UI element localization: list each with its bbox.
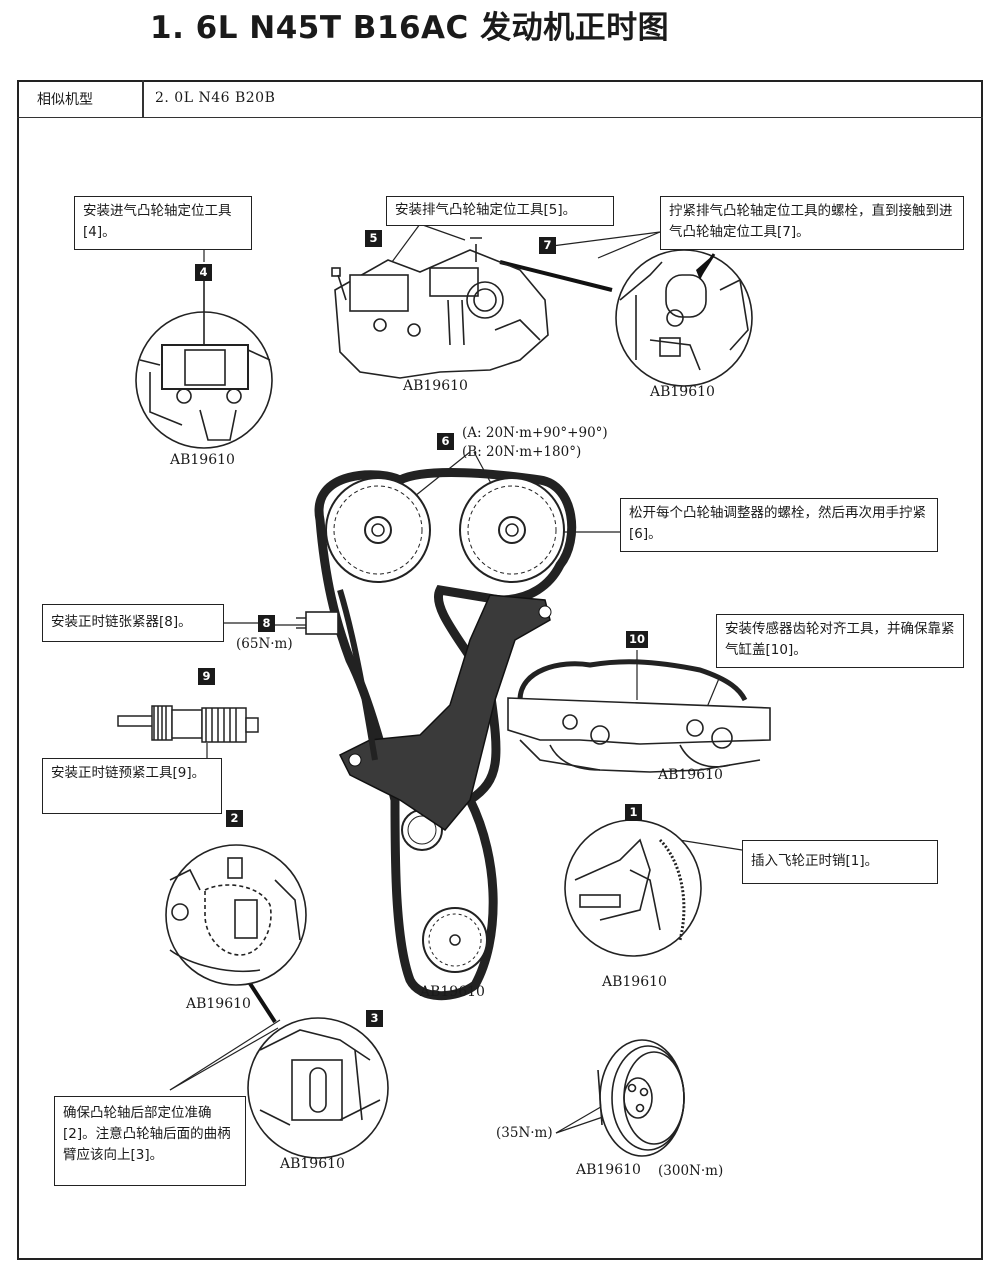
callout-camshaft-rear-position: 确保凸轮轴后部定位准确[2]。注意凸轮轴后面的曲柄臂应该向上[3]。 xyxy=(54,1096,246,1186)
tag-2: 2 xyxy=(226,810,243,827)
tag-9: 9 xyxy=(198,668,215,685)
crank-pulley-illustration xyxy=(597,1039,685,1157)
detail-crank-arm xyxy=(247,1017,389,1159)
callout-tighten-exhaust-bolt: 拧紧排气凸轮轴定位工具的螺栓，直到接触到进气凸轮轴定位工具[7]。 xyxy=(660,196,964,250)
tag-1: 1 xyxy=(625,804,642,821)
callout-install-tensioner: 安装正时链张紧器[8]。 xyxy=(42,604,224,642)
callout-exhaust-cam-tool: 安装排气凸轮轴定位工具[5]。 xyxy=(386,196,614,226)
torque-pulley-small: (35N·m) xyxy=(496,1125,553,1141)
top-engine-illustration xyxy=(331,237,549,379)
torque-b: (B: 20N·m+180°) xyxy=(462,444,582,460)
tag-7: 7 xyxy=(539,237,556,254)
callout-sensor-gear-tool: 安装传感器齿轮对齐工具，并确保靠紧气缸盖[10]。 xyxy=(716,614,964,668)
detail-exhaust-bolt xyxy=(615,249,753,387)
sensor-gear-tool-illustration xyxy=(507,659,771,773)
ref-code-main: AB19610 xyxy=(420,984,485,1000)
tag-8: 8 xyxy=(258,615,275,632)
torque-pulley-big: (300N·m) xyxy=(658,1163,724,1179)
similar-model-label: 相似机型 xyxy=(37,92,93,108)
ref-code-1: AB19610 xyxy=(602,974,667,990)
ref-code-3: AB19610 xyxy=(280,1156,345,1172)
tag-10: 10 xyxy=(626,631,648,648)
torque-a: (A: 20N·m+90°+90°) xyxy=(462,425,608,441)
ref-code-4: AB19610 xyxy=(170,452,235,468)
ref-code-7: AB19610 xyxy=(650,384,715,400)
detail-flywheel-pin xyxy=(564,819,702,957)
callout-flywheel-pin: 插入飞轮正时销[1]。 xyxy=(742,840,938,884)
callout-loosen-adjuster-bolts: 松开每个凸轮轴调整器的螺栓，然后再次用手拧紧[6]。 xyxy=(620,498,938,552)
torque-tensioner: (65N·m) xyxy=(236,636,293,652)
ref-code-10: AB19610 xyxy=(658,767,723,783)
ref-code-5: AB19610 xyxy=(403,378,468,394)
similar-model-value: 2. 0L N46 B20B xyxy=(155,90,276,106)
callout-chain-pretension-tool: 安装正时链预紧工具[9]。 xyxy=(42,758,222,814)
similar-model-header: 相似机型 2. 0L N46 B20B xyxy=(17,80,983,118)
ref-code-pulley: AB19610 xyxy=(576,1162,641,1178)
header-divider xyxy=(142,80,144,117)
callout-intake-cam-tool: 安装进气凸轮轴定位工具[4]。 xyxy=(74,196,252,250)
diagram-frame xyxy=(17,80,983,1260)
detail-intake-tool xyxy=(135,280,273,449)
detail-camshaft-rear xyxy=(165,844,307,986)
tag-5: 5 xyxy=(365,230,382,247)
tag-4: 4 xyxy=(195,264,212,281)
tag-3: 3 xyxy=(366,1010,383,1027)
page-title: 1. 6L N45T B16AC 发动机正时图 xyxy=(150,10,670,46)
tag-6: 6 xyxy=(437,433,454,450)
ref-code-2: AB19610 xyxy=(186,996,251,1012)
timing-chain-assembly xyxy=(296,468,577,1001)
chain-pretension-tool-illustration xyxy=(117,705,259,743)
